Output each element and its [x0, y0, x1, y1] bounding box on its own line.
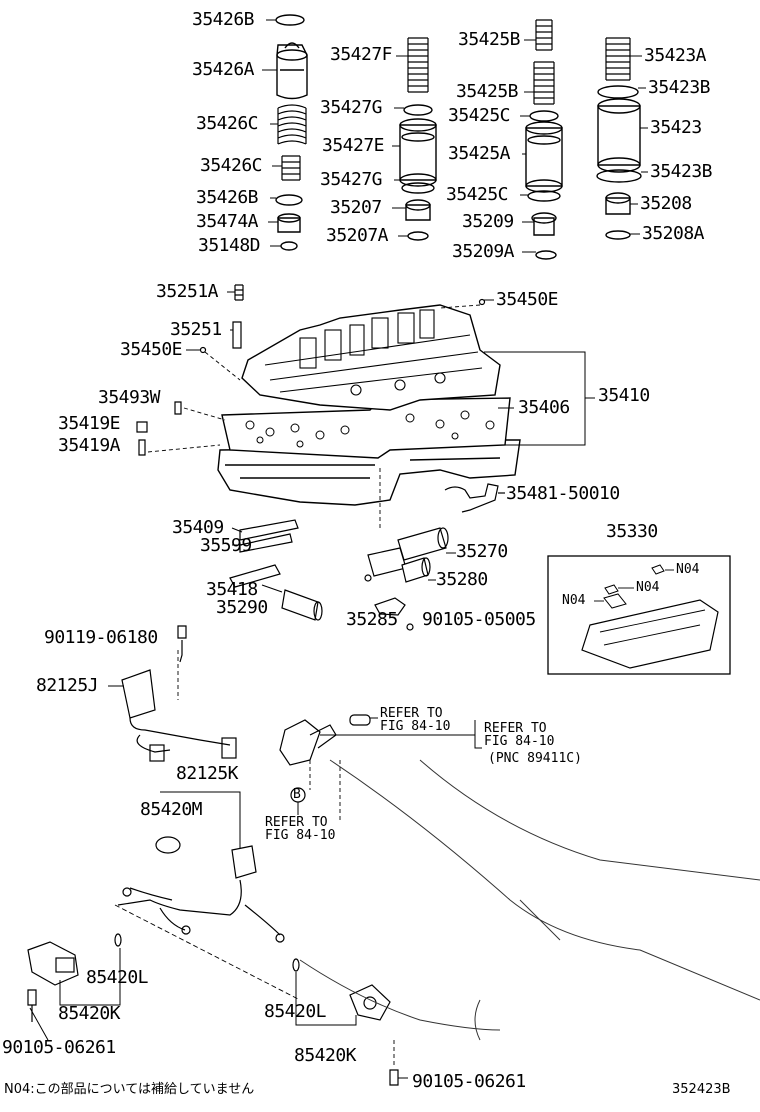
label-35427e: 35427E [322, 135, 385, 156]
label-35251: 35251 [170, 319, 222, 340]
label-35251a: 35251A [156, 281, 219, 302]
label-35427g-1: 35427G [320, 97, 383, 118]
label-n04-c: N04 [562, 593, 586, 608]
label-35425c-2: 35425C [446, 184, 509, 205]
label-35425c-1: 35425C [448, 105, 511, 126]
label-35409: 35409 [172, 517, 224, 538]
label-35290: 35290 [216, 597, 268, 618]
figure-id: 352423B [672, 1082, 731, 1097]
label-35423a: 35423A [644, 45, 707, 66]
label-35209: 35209 [462, 211, 514, 232]
label-85420l-2: 85420L [264, 1001, 327, 1022]
label-35426b-bot: 35426B [196, 187, 259, 208]
refer-b-line2: FIG 84-10 [484, 734, 555, 749]
label-35419a: 35419A [58, 435, 121, 456]
label-35426c-1: 35426C [196, 113, 259, 134]
label-35207a: 35207A [326, 225, 389, 246]
label-35419e: 35419E [58, 413, 121, 434]
label-35425b-1: 35425B [458, 29, 521, 50]
label-35427g-2: 35427G [320, 169, 383, 190]
oil-strainer-box [547, 555, 731, 675]
wire-harness-82125k [114, 791, 301, 1001]
label-35208a: 35208A [642, 223, 705, 244]
accumulator-35427-parts [399, 37, 437, 241]
label-35330: 35330 [606, 521, 658, 542]
label-35481: 35481-50010 [506, 483, 620, 504]
label-90105-06261-2: 90105-06261 [412, 1071, 526, 1092]
label-35426a: 35426A [192, 59, 255, 80]
valve-body-small-parts [136, 284, 505, 513]
label-90105-05005: 90105-05005 [422, 609, 536, 630]
label-85420k-2: 85420K [294, 1045, 357, 1066]
label-85420m: 85420M [140, 799, 203, 820]
label-35426b-top: 35426B [192, 9, 255, 30]
label-35208: 35208 [640, 193, 692, 214]
label-35599: 35599 [200, 535, 252, 556]
footnote: N04:この部品については補給していません [4, 1082, 255, 1097]
label-35423: 35423 [650, 117, 702, 138]
label-35426c-2: 35426C [200, 155, 263, 176]
refer-c-line2: FIG 84-10 [265, 828, 336, 843]
marker-b: B [293, 787, 301, 802]
label-35148d: 35148D [198, 235, 261, 256]
label-35418: 35418 [206, 579, 258, 600]
label-82125k: 82125K [176, 763, 239, 784]
label-85420k-1: 85420K [58, 1003, 121, 1024]
label-90105-06261-1: 90105-06261 [2, 1037, 116, 1058]
label-35285: 35285 [346, 609, 398, 630]
valve-body-assembly [217, 304, 595, 506]
label-35270: 35270 [456, 541, 508, 562]
sensor-85420-left [27, 933, 122, 1041]
label-35450e-1: 35450E [120, 339, 183, 360]
sensor-85420-right [292, 958, 408, 1086]
accumulator-35423-parts [596, 37, 642, 240]
refer-a-line2: FIG 84-10 [380, 719, 451, 734]
solenoid-and-manual-parts [229, 468, 456, 631]
label-35209a: 35209A [452, 241, 515, 262]
label-35423b-2: 35423B [650, 161, 713, 182]
transmission-case-outline [299, 759, 760, 1041]
label-90119-06180: 90119-06180 [44, 627, 158, 648]
accumulator-35426-parts [275, 14, 308, 251]
label-35474a: 35474A [196, 211, 259, 232]
refer-c-line1: REFER TO [265, 815, 328, 830]
label-85420l-1: 85420L [86, 967, 149, 988]
leader-lines-top [262, 19, 648, 253]
speed-sensor-82125j [108, 625, 237, 762]
accumulator-35425-parts [525, 19, 563, 260]
label-35406: 35406 [518, 397, 570, 418]
label-35425a: 35425A [448, 143, 511, 164]
label-35410: 35410 [598, 385, 650, 406]
refer-a-line1: REFER TO [380, 706, 443, 721]
label-35425b-2: 35425B [456, 81, 519, 102]
refer-b-line3: (PNC 89411C) [488, 751, 582, 766]
label-35207: 35207 [330, 197, 382, 218]
label-n04-b: N04 [636, 580, 660, 595]
label-35280: 35280 [436, 569, 488, 590]
label-82125j: 82125J [36, 675, 99, 696]
sensor-refer-fig [279, 714, 482, 820]
label-35427f: 35427F [330, 44, 393, 65]
refer-b-line1: REFER TO [484, 721, 547, 736]
label-35450e-2: 35450E [496, 289, 559, 310]
label-35493w: 35493W [98, 387, 161, 408]
label-n04-a: N04 [676, 562, 700, 577]
label-35423b-1: 35423B [648, 77, 711, 98]
